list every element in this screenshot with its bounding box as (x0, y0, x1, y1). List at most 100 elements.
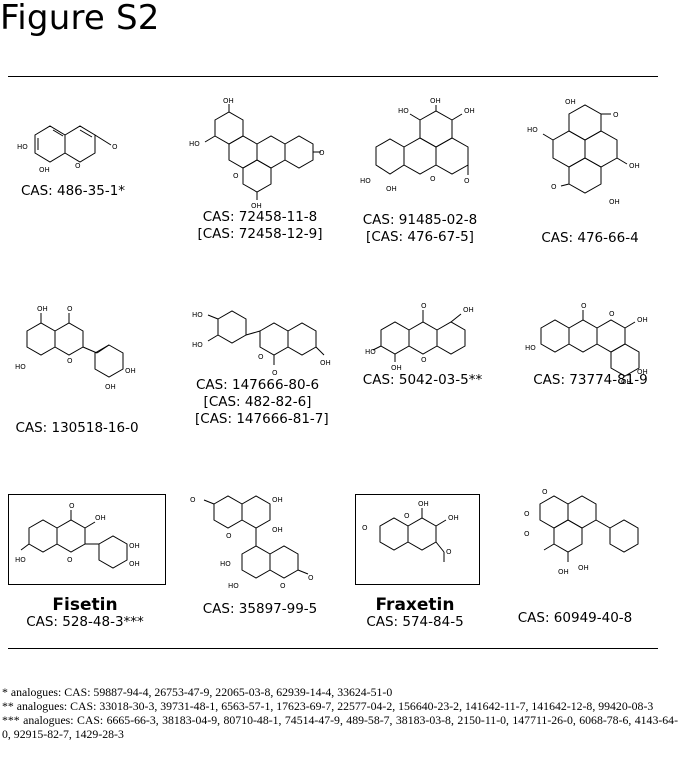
footnote-double: ** analogues: CAS: 33018-30-3, 39731-48-… (2, 699, 654, 713)
atom-label: O (362, 524, 368, 532)
atom-label: HO (398, 107, 409, 115)
atom-label: OH (105, 383, 116, 391)
atom-label: O (464, 177, 470, 185)
figure-title: Figure S2 (0, 0, 160, 38)
structure-drawing: O OH HO O OH OH (15, 502, 140, 569)
atom-label: O (233, 172, 239, 180)
compound-name: Fisetin (52, 595, 118, 615)
atom-label: O (75, 162, 81, 170)
atom-label: HO (17, 143, 28, 151)
atom-label: O (226, 532, 232, 540)
atom-label: O (280, 582, 286, 590)
atom-label: O (446, 548, 452, 556)
atom-label: O (430, 175, 436, 183)
atom-label: O (258, 353, 264, 361)
atom-label: OH (39, 166, 50, 174)
atom-label: O (272, 369, 278, 377)
bottom-rule (8, 648, 658, 649)
compound-cas: CAS: 130518-16-0 (15, 420, 139, 436)
compound-cas: CAS: 91485-02-8 (362, 212, 478, 228)
atom-label: OH (463, 306, 474, 314)
atom-label: OH (621, 378, 632, 386)
atom-label: OH (637, 368, 648, 376)
structure-drawing: OH O HO O OH OH (15, 305, 136, 391)
structure-drawing: O O O OH OH (524, 488, 639, 576)
atom-label: HO (15, 363, 26, 371)
structure-drawing: HO HO O O OH (192, 310, 331, 377)
compound-cas: CAS: 60949-40-8 (517, 610, 633, 626)
compound-cas: CAS: 35897-99-5 (202, 601, 318, 617)
compound-cas-bracket: [CAS: 482-82-6] (203, 394, 312, 410)
compound-cas: CAS: 147666-80-6 (195, 377, 320, 393)
atom-label: OH (129, 560, 140, 568)
compound-cas-bracket: [CAS: 476-67-5] (366, 229, 474, 245)
compound-cas-bracket: [CAS: 147666-81-7] (195, 411, 329, 427)
compound-cas: CAS: 528-48-3*** (26, 614, 144, 630)
compound-name: Fraxetin (375, 595, 455, 615)
atom-label: OH (418, 500, 429, 508)
atom-label: O (581, 302, 587, 310)
highlight-box-fisetin (8, 494, 166, 585)
atom-label: OH (223, 97, 234, 105)
atom-label: HO (189, 140, 200, 148)
structure-drawing: O O OH OH HO HO O O (190, 495, 314, 590)
atom-label: OH (37, 305, 48, 313)
atom-label: HO (15, 556, 26, 564)
atom-label: O (609, 310, 615, 318)
atom-label: HO (220, 560, 231, 568)
atom-label: OH (565, 98, 576, 106)
footnotes: * analogues: CAS: 59887-94-4, 26753-47-9… (2, 685, 678, 741)
atom-label: OH (272, 496, 283, 504)
atom-label: O (404, 512, 410, 520)
atom-label: OH (95, 514, 106, 522)
atom-label: O (551, 183, 557, 191)
structure-drawing: O O OH HO OH OH (525, 302, 648, 386)
structure-drawing: OH HO O O OH OH (527, 98, 640, 206)
atom-label: HO (525, 344, 536, 352)
atom-label: O (190, 496, 196, 504)
atom-label: HO (192, 311, 203, 319)
atom-label: O (308, 574, 314, 582)
atom-label: O (524, 530, 530, 538)
atom-label: OH (578, 564, 589, 572)
atom-label: O (613, 111, 619, 119)
compound-cas: CAS: 476-66-4 (541, 230, 639, 246)
atom-label: O (67, 556, 73, 564)
footnote-single: * analogues: CAS: 59887-94-4, 26753-47-9… (2, 685, 393, 699)
atom-label: O (112, 143, 118, 151)
atom-label: O (542, 488, 548, 496)
atom-label: HO (360, 177, 371, 185)
atom-label: O (319, 149, 325, 157)
compound-cas: CAS: 72458-11-8 (202, 209, 318, 225)
atom-label: O (524, 510, 530, 518)
atom-label: OH (391, 364, 402, 372)
atom-label: OH (637, 316, 648, 324)
atom-label: OH (629, 162, 640, 170)
atom-label: HO (365, 348, 376, 356)
atom-label: HO (192, 341, 203, 349)
footnote-triple: *** analogues: CAS: 6665-66-3, 38183-04-… (2, 713, 678, 741)
structure-drawing: O O OH OH O (362, 500, 459, 562)
atom-label: OH (430, 97, 441, 105)
atom-label: O (67, 305, 73, 313)
structure-drawing: HO OH OH HO OH O O (360, 97, 475, 193)
atom-label: HO (527, 126, 538, 134)
atom-label: OH (272, 526, 283, 534)
compound-cas-bracket: [CAS: 72458-12-9] (197, 226, 323, 242)
structure-drawing: OH HO OH O O (189, 97, 325, 210)
atom-label: OH (448, 514, 459, 522)
atom-label: OH (609, 198, 620, 206)
compound-cas: CAS: 73774-81-9 (533, 372, 648, 388)
atom-label: O (421, 356, 427, 364)
atom-label: HO (228, 582, 239, 590)
atom-label: OH (320, 359, 331, 367)
structure-drawing: HO OH O O (17, 125, 118, 174)
atom-label: OH (125, 367, 136, 375)
compound-cas: CAS: 574-84-5 (366, 614, 464, 630)
structure-drawing: O OH HO O OH (365, 302, 474, 372)
compound-cas: CAS: 486-35-1* (20, 183, 126, 199)
atom-label: O (69, 502, 75, 510)
atom-label: OH (251, 202, 262, 210)
top-rule (8, 76, 658, 77)
atom-label: O (421, 302, 427, 310)
